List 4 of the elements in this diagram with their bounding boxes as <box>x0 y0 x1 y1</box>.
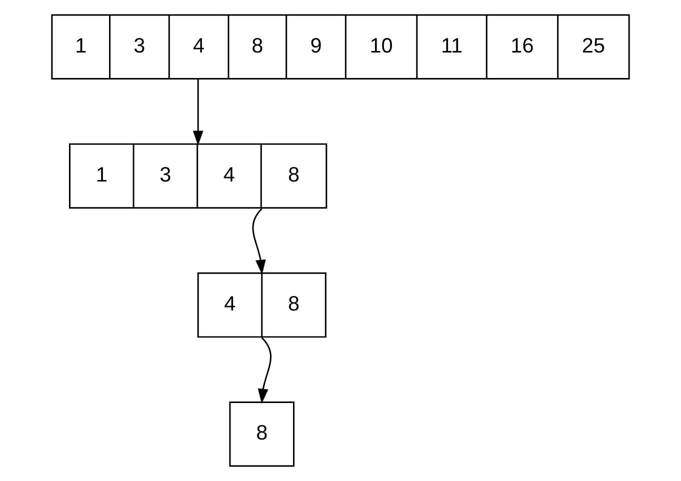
arrow <box>258 337 272 404</box>
arrow <box>252 208 266 275</box>
arrow <box>192 80 204 146</box>
node-box: 8 <box>229 401 294 467</box>
